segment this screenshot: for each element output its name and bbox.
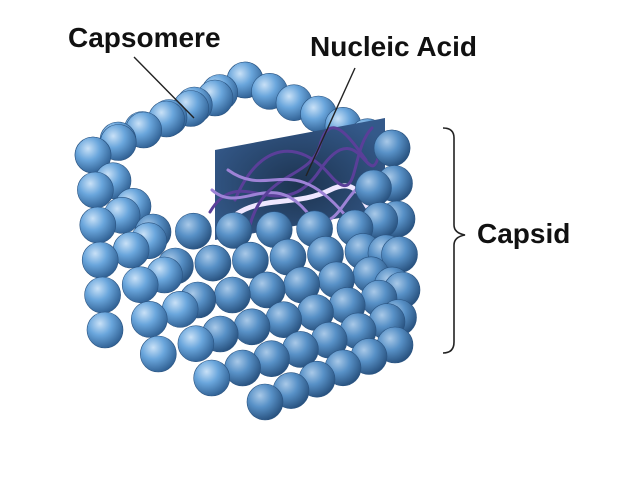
capsomere-sphere-icon — [232, 241, 269, 279]
nucleic-acid-strand-icon — [233, 126, 374, 202]
nucleic-acid-leader-line — [305, 67, 356, 177]
capsomere-sphere-icon — [121, 266, 159, 304]
capsomere-sphere-icon — [79, 206, 117, 244]
capsomere-sphere-icon — [373, 129, 411, 167]
capsomere-sphere-icon — [81, 241, 119, 279]
capsid-bracket-icon — [442, 127, 466, 354]
capsomere-sphere-icon — [84, 276, 121, 314]
nucleic-acid-label: Nucleic Acid — [310, 31, 478, 62]
capsomere-sphere-icon — [175, 212, 212, 250]
nucleic-acid-strand-icon — [208, 147, 382, 214]
capsomere-sphere-icon — [233, 308, 271, 346]
capsid-front-wall — [74, 129, 421, 421]
nucleic-acid-strand-icon — [226, 168, 347, 217]
capsomere-sphere-icon — [214, 276, 251, 314]
nucleic-acid-strand-icon — [210, 181, 380, 223]
capsomere-sphere-icon — [112, 231, 150, 269]
capsomere-sphere-icon — [246, 383, 284, 421]
capsomere-sphere-icon — [224, 349, 261, 387]
capsomere-sphere-icon — [215, 212, 253, 249]
capsomere-sphere-icon — [177, 325, 215, 363]
capsomere-sphere-icon — [131, 300, 168, 338]
capsomere-sphere-icon — [140, 335, 177, 373]
capsid-label: Capsid — [477, 218, 571, 249]
capsomere-sphere-icon — [193, 359, 230, 397]
capsomere-leader-line — [133, 56, 195, 119]
capsomere-sphere-icon — [86, 311, 124, 349]
capsomere-sphere-icon — [77, 171, 114, 209]
capsomere-sphere-icon — [161, 290, 199, 328]
capsid-back-wall — [74, 61, 411, 174]
capsomere-sphere-icon — [355, 169, 392, 207]
capsomere-label: Capsomere — [68, 22, 221, 53]
capsomere-sphere-icon — [194, 244, 232, 282]
